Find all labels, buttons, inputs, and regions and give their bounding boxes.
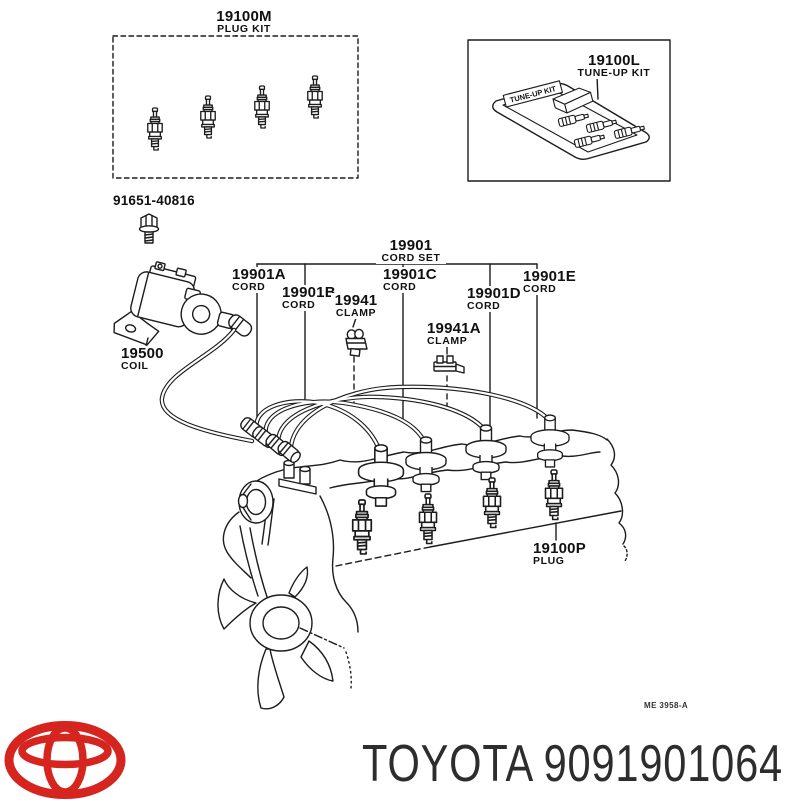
- part-name: CORD: [383, 281, 417, 293]
- part-number: 19100M: [216, 8, 272, 25]
- spark-plug-icon: [200, 95, 216, 139]
- part-number: 19901B: [282, 284, 336, 301]
- part-number: 19901D: [467, 285, 521, 302]
- part-number: 19100P: [533, 540, 586, 557]
- part-number: 19901C: [383, 266, 437, 283]
- part-name: CORD: [232, 281, 266, 293]
- part-label-clamp: 19941 CLAMP: [331, 293, 381, 319]
- ignition-coil-illustration: [113, 261, 253, 347]
- part-label-spark-plug: 19100P PLUG: [532, 541, 587, 567]
- part-number: 19500: [121, 345, 164, 362]
- engine-illustration: [217, 429, 628, 710]
- tune-up-kit-leader-line: [596, 75, 599, 100]
- tune-up-kit-box: TUNE-UP KIT: [467, 39, 671, 182]
- spark-plug-icon: [307, 75, 323, 119]
- part-number: 19901: [389, 237, 433, 254]
- part-number: 19901A: [232, 266, 286, 283]
- part-label-cord-c: 19901C CORD: [382, 267, 438, 293]
- part-label-cord-b: 19901B CORD: [281, 285, 337, 311]
- part-name: CORD: [467, 300, 501, 312]
- catalog-part-number: 9091901064: [543, 735, 783, 793]
- spark-plug-icon: [147, 107, 163, 151]
- spark-plug-icon: [351, 499, 373, 555]
- drawing-reference-code: ME 3958-A: [644, 701, 689, 710]
- part-name: COIL: [121, 360, 149, 372]
- points-box-icon: [552, 87, 594, 114]
- part-name: PLUG: [533, 555, 565, 567]
- part-name: TUNE-UP KIT: [577, 67, 651, 79]
- part-number: 19901E: [523, 268, 576, 285]
- part-name: CORD: [523, 283, 557, 295]
- spark-plug-icon: [418, 493, 438, 545]
- part-label-tune-up-kit: 19100L TUNE-UP KIT: [570, 53, 658, 79]
- part-label-cord-e: 19901E CORD: [522, 269, 577, 295]
- cord-tower-icon: [405, 436, 447, 493]
- part-label-plug-kit: 19100M PLUG KIT: [211, 9, 277, 35]
- part-number: 91651-40816: [113, 193, 195, 208]
- clamp-a-illustration: [433, 345, 465, 412]
- cord-tower-icon: [465, 424, 507, 481]
- part-label-cord-a: 19901A CORD: [231, 267, 287, 293]
- clamp-illustration: [345, 317, 368, 407]
- toyota-logo: [4, 721, 126, 799]
- fan-icon: [217, 566, 334, 710]
- spark-plug-cords: [159, 327, 551, 457]
- brand-name: TOYOTA: [362, 735, 534, 793]
- plug-kit-box: [112, 29, 359, 179]
- part-number: 19100L: [587, 52, 641, 69]
- part-name: CLAMP: [427, 335, 468, 347]
- coil-leader-line: [145, 337, 149, 347]
- cord-towers: [357, 414, 570, 507]
- part-name: CORD: [282, 299, 316, 311]
- part-name: CORD SET: [381, 252, 441, 264]
- part-name: PLUG KIT: [217, 23, 271, 35]
- spark-plug-icon: [254, 85, 270, 129]
- part-label-coil: 19500 COIL: [120, 346, 165, 372]
- part-number: 19941A: [427, 320, 481, 337]
- part-number: 19941: [334, 292, 378, 309]
- part-label-mount-bolt: 91651-40816: [112, 194, 196, 208]
- spark-plug-icon: [544, 469, 564, 521]
- spark-plug-icon: [482, 477, 502, 529]
- pulley-icon: [237, 480, 274, 524]
- mount-bolt-illustration: [138, 213, 160, 244]
- part-name: CLAMP: [335, 307, 377, 319]
- part-label-clamp-a: 19941A CLAMP: [426, 321, 482, 347]
- tune-up-kit-package: TUNE-UP KIT: [492, 80, 650, 160]
- part-label-cord-d: 19901D CORD: [466, 286, 522, 312]
- part-label-cord-set: 19901 CORD SET: [376, 238, 446, 264]
